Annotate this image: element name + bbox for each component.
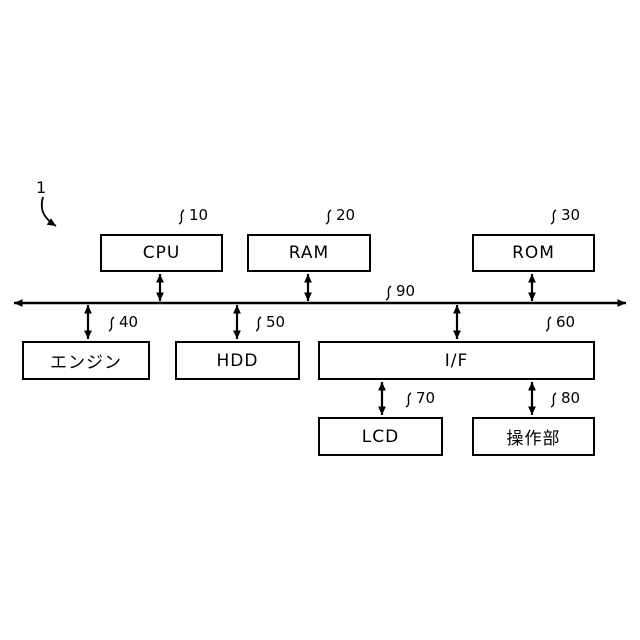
hdd-block: HDD <box>175 341 300 380</box>
interface-label: I/F <box>444 350 469 371</box>
ref-number: 90 <box>396 282 416 300</box>
rom-label: ROM <box>512 243 555 263</box>
ref-number: 80 <box>561 389 581 407</box>
leader-squiggle-icon <box>178 209 185 225</box>
leader-squiggle-icon <box>385 285 392 301</box>
lcd-block: LCD <box>318 417 443 456</box>
ref-number: 60 <box>556 313 576 331</box>
leader-squiggle-icon <box>255 316 262 332</box>
leader-squiggle-icon <box>545 316 552 332</box>
engine-label: エンジン <box>50 353 122 373</box>
ref-label-interface: 60 <box>544 315 575 332</box>
ref-label-lcd: 70 <box>404 391 435 408</box>
ref-number: 40 <box>119 313 139 331</box>
ref-number: 30 <box>561 206 581 224</box>
leader-squiggle-icon <box>405 392 412 408</box>
ref-number: 50 <box>266 313 286 331</box>
figure-ref-label: 1 <box>36 178 47 197</box>
ref-label-ram: 20 <box>324 208 355 225</box>
engine-block: エンジン <box>22 341 150 380</box>
ref-number: 10 <box>189 206 209 224</box>
hdd-label: HDD <box>216 350 259 371</box>
leader-squiggle-icon <box>550 209 557 225</box>
cpu-label: CPU <box>142 243 181 263</box>
ram-label: RAM <box>288 243 330 263</box>
ref-label-bus: 90 <box>384 284 415 301</box>
lcd-label: LCD <box>361 426 400 447</box>
figure-ref-leader-arrow <box>40 196 57 227</box>
ref-number: 70 <box>416 389 436 407</box>
ram-block: RAM <box>247 234 371 272</box>
leader-squiggle-icon <box>108 316 115 332</box>
ref-number: 20 <box>336 206 356 224</box>
interface-block: I/F <box>318 341 595 380</box>
cpu-block: CPU <box>100 234 223 272</box>
leader-squiggle-icon <box>550 392 557 408</box>
ref-label-rom: 30 <box>549 208 580 225</box>
rom-block: ROM <box>472 234 595 272</box>
operation-unit-block: 操作部 <box>472 417 595 456</box>
ref-label-cpu: 10 <box>177 208 208 225</box>
leader-squiggle-icon <box>325 209 332 225</box>
ref-label-operation-unit: 80 <box>549 391 580 408</box>
ref-label-hdd: 50 <box>254 315 285 332</box>
operation-unit-label: 操作部 <box>506 429 561 449</box>
ref-label-engine: 40 <box>107 315 138 332</box>
